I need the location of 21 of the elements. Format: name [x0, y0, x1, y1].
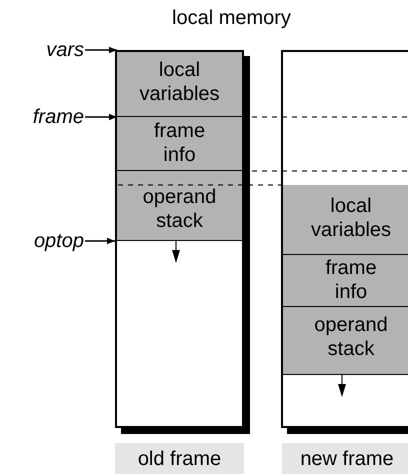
block-label: frame info — [324, 256, 378, 304]
arrow — [85, 114, 117, 120]
block-label: local variables — [138, 58, 221, 106]
frame-caption: old frame — [115, 443, 244, 474]
memory-block — [283, 307, 408, 375]
block-label: local variables — [310, 194, 392, 242]
memory-block — [117, 52, 242, 117]
memory-block — [283, 185, 408, 255]
diagram-title: local memory — [172, 6, 291, 31]
pointer-label: frame — [10, 105, 84, 129]
arrow — [85, 46, 117, 54]
frame-caption: new frame — [282, 443, 408, 474]
memory-block — [117, 117, 242, 171]
memory-block — [117, 171, 242, 241]
arrow — [85, 238, 115, 244]
pointer-label: optop — [10, 229, 84, 253]
block-label: operand stack — [142, 185, 218, 233]
block-label: frame info — [152, 119, 206, 167]
block-label: operand stack — [313, 313, 389, 361]
pointer-label: vars — [10, 38, 84, 62]
memory-block — [283, 255, 408, 307]
